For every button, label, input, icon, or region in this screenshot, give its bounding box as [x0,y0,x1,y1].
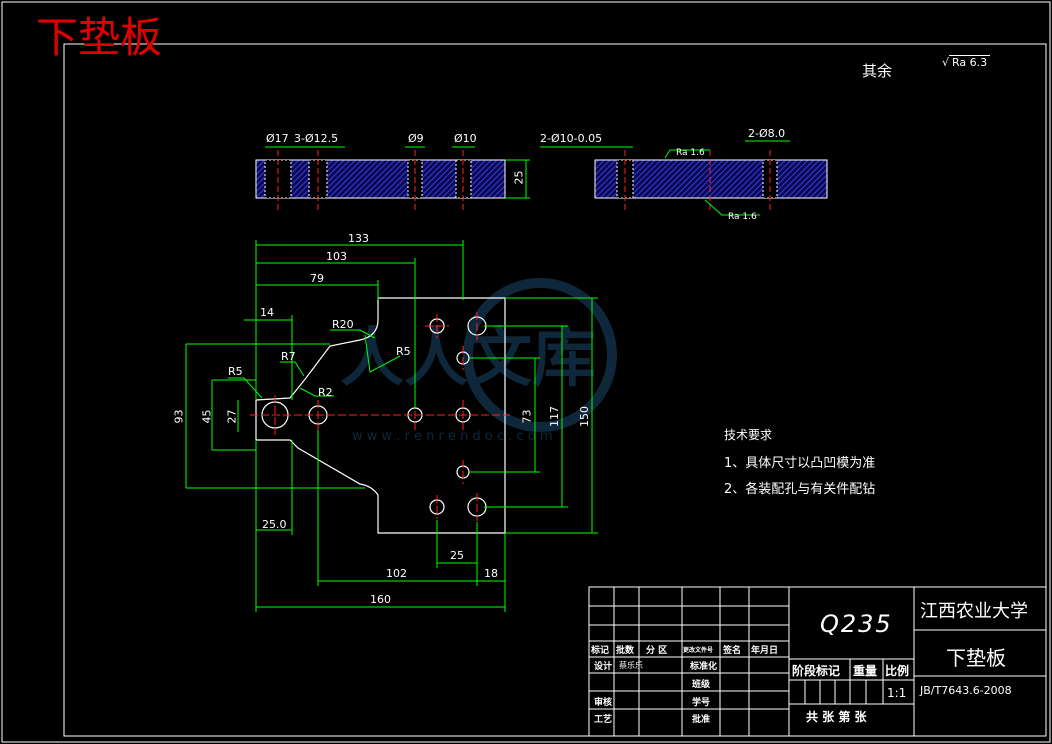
tb-mark: 标记 [591,646,610,656]
dim-27: 27 [225,409,239,424]
dim-25: 25 [450,549,464,562]
school-name: 江西农业大学 [920,601,1028,622]
tb-class: 班级 [692,680,711,690]
dim-102: 102 [386,567,407,580]
roughness-local-2: Ra 1.6 [728,212,757,222]
dim-2phi8: 2-Ø8.0 [748,127,786,140]
tech-title: 技术要求 [724,428,773,442]
tech-item-2: 2、各装配孔与有关件配钻 [724,482,876,497]
part-name: 下垫板 [946,646,1006,670]
dim-73: 73 [520,409,534,424]
dim-160: 160 [370,593,391,606]
dim-150: 150 [578,406,591,427]
tb-design-name: 蔡乐乐 [619,661,643,670]
tb-review: 审核 [594,698,613,708]
tb-zone: 分 区 [646,646,668,656]
roughness-local-1: Ra 1.6 [676,148,705,158]
dim-117: 117 [548,406,561,427]
tech-item-1: 1、具体尺寸以凸凹模为准 [724,456,876,471]
watermark-url: w w w . r e n r e n d o c . c o m [352,429,553,444]
dim-thickness: 25 [512,170,526,185]
dim-r20: R20 [332,318,354,331]
roughness-symbol-icon: √ [942,56,950,69]
sheets-label: 共 张 第 张 [806,710,867,724]
dim-phi10: Ø10 [454,132,477,145]
plan-view [185,240,598,612]
inner-frame [63,43,1047,737]
tb-approve: 批准 [692,715,711,725]
watermark: 人人文库 w w w . r e n r e n d o c . c o m [340,278,617,444]
dim-79: 79 [310,272,324,285]
dim-18: 18 [484,567,498,580]
dim-14: 14 [260,306,274,319]
stage-label: 阶段标记 [792,664,841,678]
tb-count: 批数 [616,646,635,656]
tb-date: 年月日 [751,646,779,656]
tb-std: 标准化 [690,662,718,672]
tb-sign: 签名 [723,646,742,656]
ratio-label: 比例 [885,664,910,678]
dim-phi9: Ø9 [408,132,424,145]
section-view-left [255,146,530,210]
tb-change: 更改文件号 [683,647,714,654]
tb-sid: 学号 [692,698,711,708]
weight-label: 重量 [853,664,878,678]
section-view-right [540,140,828,216]
dim-r5-left: R5 [228,365,243,378]
dim-250: 25.0 [262,518,287,531]
title-block [588,586,1047,737]
dim-r5-top: R5 [396,345,411,358]
material: Q235 [820,610,893,638]
dim-103: 103 [326,250,347,263]
surface-roughness: √Ra 6.3 [942,55,991,69]
tb-design: 设计 [594,662,613,672]
surface-default: 其余 [862,62,893,80]
dim-45: 45 [200,409,214,424]
standard-code: JB/T7643.6-2008 [920,684,1012,697]
dim-phi17: Ø17 [266,132,289,145]
dim-r2: R2 [318,386,333,399]
dim-3phi125: 3-Ø12.5 [294,132,339,145]
scale-value: 1:1 [887,686,907,700]
dim-2phi10: 2-Ø10-0.05 [540,132,603,145]
watermark-brand: 人人文库 [340,321,596,396]
dim-133: 133 [348,232,369,245]
drawing-heading: 下垫板 [36,13,163,62]
tb-craft: 工艺 [594,715,613,725]
dim-r7: R7 [281,350,296,363]
dim-93: 93 [172,409,186,424]
